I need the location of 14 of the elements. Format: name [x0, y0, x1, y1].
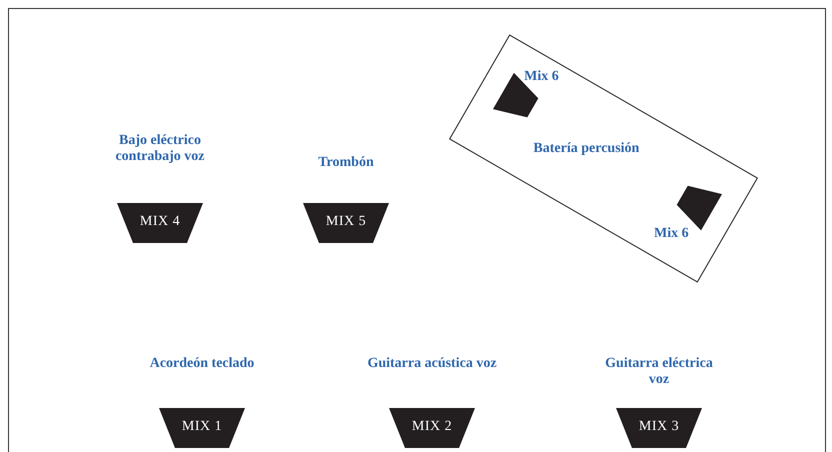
monitor-wedge: MIX 4 [117, 203, 203, 243]
instrument-label: Guitarra eléctrica voz [604, 356, 714, 388]
instrument-label: Guitarra acústica voz [367, 356, 497, 372]
monitor-wedge: MIX 2 [389, 408, 475, 448]
monitor-label: Mix 6 [524, 69, 559, 86]
monitor-wedge: MIX 1 [159, 408, 245, 448]
monitor-wedge: MIX 5 [303, 203, 389, 243]
instrument-label: Batería percusión [533, 141, 640, 158]
monitor-label: Mix 6 [654, 226, 689, 242]
monitor-wedge: MIX 3 [616, 408, 702, 448]
drum-riser [448, 34, 758, 283]
instrument-label: Acordeón teclado [148, 356, 256, 372]
instrument-label: Trombón [317, 155, 375, 171]
instrument-label: Bajo eléctrico contrabajo voz [114, 133, 206, 165]
